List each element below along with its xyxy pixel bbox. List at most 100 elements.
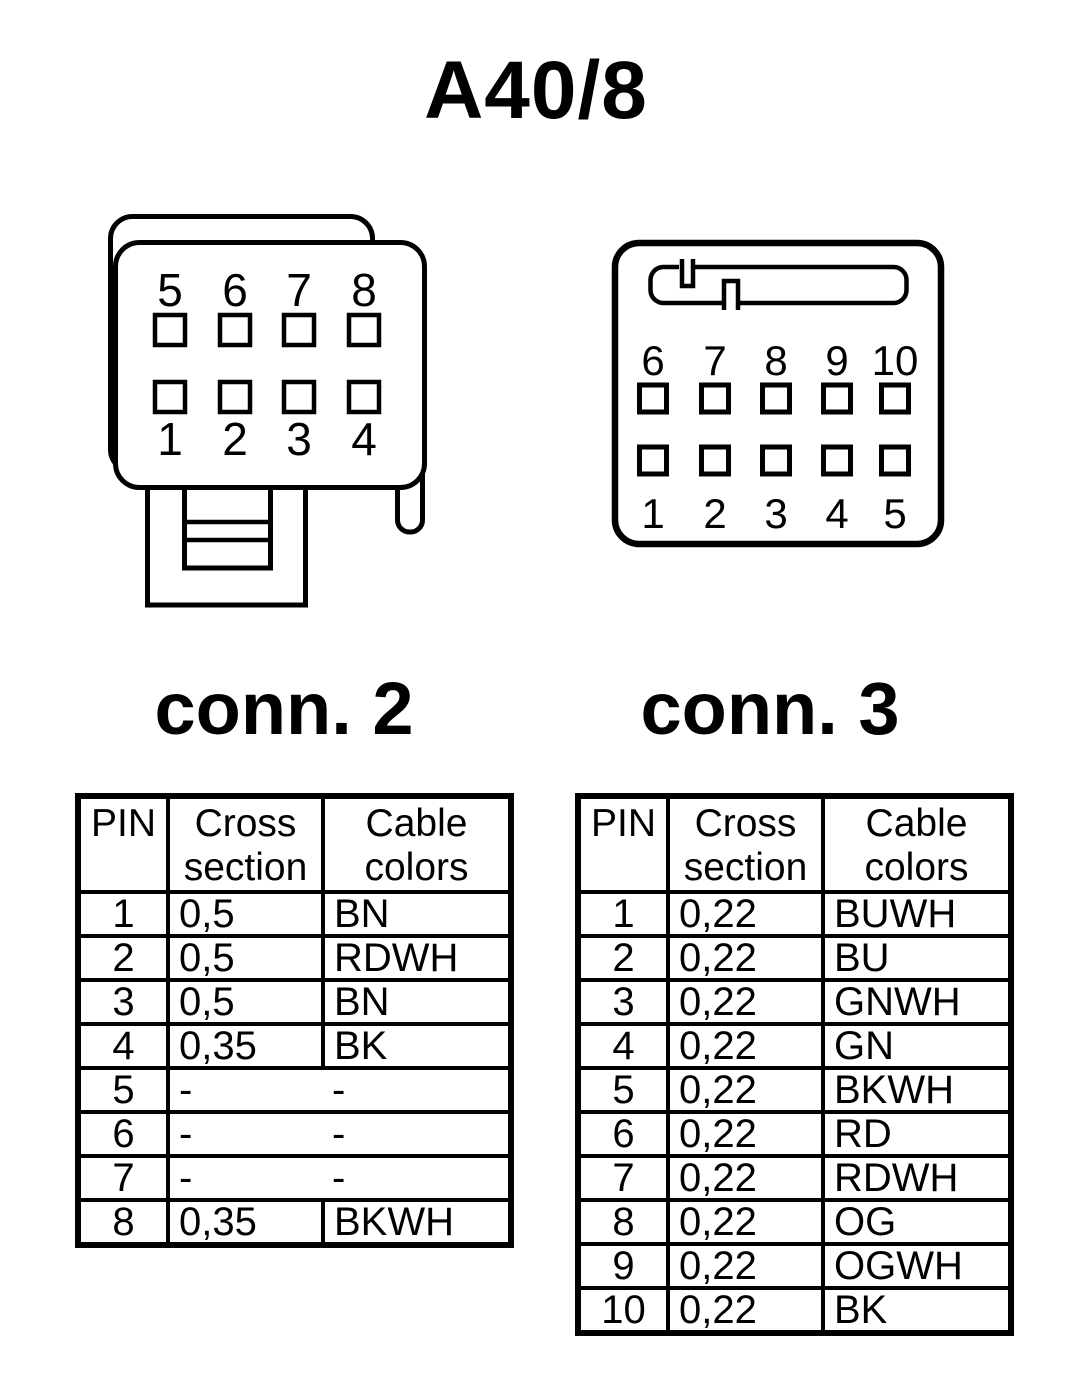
pin-square — [346, 379, 382, 415]
cable-color-cell: BN — [321, 890, 513, 938]
cross-section-cell: 0,22 — [666, 1022, 825, 1070]
pin-cell: 7 — [576, 1154, 670, 1202]
pin-cell: 10 — [576, 1286, 670, 1335]
pin-number-label: 4 — [351, 413, 377, 465]
table-row: 6 - - — [76, 1110, 513, 1158]
table-row: 3 0,5 BN — [76, 978, 513, 1026]
table-row: 6 0,22 RD — [576, 1110, 1013, 1158]
key-slot-bottom-notch — [721, 278, 741, 310]
cross-section-cell: - — [166, 1110, 323, 1158]
pin-square — [879, 382, 911, 415]
table-row: 1 0,22 BUWH — [576, 890, 1013, 938]
pin-number-label: 8 — [351, 264, 377, 316]
cross-section-cell: 0,5 — [166, 934, 325, 982]
cable-color-cell: - — [323, 1110, 513, 1158]
pin-cell: 1 — [576, 890, 670, 938]
pin-cell: 2 — [576, 934, 670, 982]
cross-section-cell: 0,5 — [166, 890, 325, 938]
table-row: 8 0,35 BKWH — [76, 1198, 513, 1247]
pin-cell: 4 — [576, 1022, 670, 1070]
cable-color-cell: RDWH — [821, 1154, 1013, 1202]
pin-cell: 4 — [76, 1022, 170, 1070]
page-title: A40/8 — [424, 45, 648, 136]
pin-column-header: PIN — [76, 794, 170, 894]
table-row: 10 0,22 BK — [576, 1286, 1013, 1335]
pin-square — [760, 444, 792, 477]
pin-cell: 3 — [76, 978, 170, 1026]
table-row: 1 0,5 BN — [76, 890, 513, 938]
cross-section-cell: 0,22 — [666, 1242, 825, 1290]
key-slot-top-notch — [679, 259, 696, 289]
table-header-row: PIN Cross section Cable colors — [76, 794, 513, 894]
cable-color-cell: OG — [821, 1198, 1013, 1246]
cable-color-cell: - — [323, 1066, 513, 1114]
connector-2-drawing: 5 6 7 8 1 2 3 4 — [108, 214, 427, 608]
cable-colors-column-header: Cable colors — [321, 794, 513, 894]
pin-square — [217, 312, 253, 348]
pin-number-label: 1 — [641, 490, 664, 537]
table-header-row: PIN Cross section Cable colors — [576, 794, 1013, 894]
pin-square — [281, 312, 317, 348]
cross-section-cell: - — [166, 1154, 323, 1202]
cross-section-cell: 0,22 — [666, 934, 825, 982]
table-row: 7 0,22 RDWH — [576, 1154, 1013, 1202]
pin-square — [821, 382, 853, 415]
pin-number-label: 2 — [222, 413, 248, 465]
table-row: 9 0,22 OGWH — [576, 1242, 1013, 1290]
pin-number-label: 3 — [286, 413, 312, 465]
key-slot-gap — [679, 261, 695, 272]
cross-section-cell: 0,22 — [666, 978, 825, 1026]
pin-cell: 3 — [576, 978, 670, 1026]
pin-cell: 2 — [76, 934, 170, 982]
cable-colors-column-header: Cable colors — [821, 794, 1013, 894]
pin-number-label: 5 — [157, 264, 183, 316]
cross-section-cell: 0,22 — [666, 1110, 825, 1158]
pin-number-label: 2 — [703, 490, 726, 537]
pin-square — [152, 312, 188, 348]
cable-color-cell: BK — [821, 1286, 1013, 1335]
pin-column-header: PIN — [576, 794, 670, 894]
pin-square — [699, 444, 731, 477]
connector-2-label: conn. 2 — [154, 667, 414, 750]
cross-section-cell: 0,35 — [166, 1198, 325, 1247]
cross-section-cell: 0,5 — [166, 978, 325, 1026]
cable-color-cell: RD — [821, 1110, 1013, 1158]
pin-cell: 7 — [76, 1154, 170, 1202]
table-row: 8 0,22 OG — [576, 1198, 1013, 1246]
connector-3-label: conn. 3 — [640, 667, 900, 750]
pin-cell: 6 — [576, 1110, 670, 1158]
pin-number-label: 5 — [883, 490, 906, 537]
cross-section-column-header: Cross section — [666, 794, 825, 894]
pin-cell: 5 — [76, 1066, 170, 1114]
conn3-pin-grid — [637, 382, 911, 477]
table-row: 3 0,22 GNWH — [576, 978, 1013, 1026]
table-row: 7 - - — [76, 1154, 513, 1202]
table-row: 4 0,35 BK — [76, 1022, 513, 1070]
pin-cell: 6 — [76, 1110, 170, 1158]
pin-square — [821, 444, 853, 477]
cable-color-cell: BN — [321, 978, 513, 1026]
cross-section-cell: 0,22 — [666, 1286, 825, 1335]
cross-section-cell: - — [166, 1066, 323, 1114]
cross-section-cell: 0,22 — [666, 1198, 825, 1246]
cable-color-cell: BUWH — [821, 890, 1013, 938]
pin-cell: 9 — [576, 1242, 670, 1290]
pin-cell: 8 — [576, 1198, 670, 1246]
pin-number-label: 6 — [641, 337, 664, 384]
conn2-mount-tab-inner — [182, 482, 273, 571]
cable-color-cell: BK — [321, 1022, 513, 1070]
cable-color-cell: GNWH — [821, 978, 1013, 1026]
pin-square — [152, 379, 188, 415]
conn3-key-slot — [648, 264, 909, 306]
pin-square — [281, 379, 317, 415]
pin-number-label: 10 — [872, 337, 919, 384]
cable-color-cell: BU — [821, 934, 1013, 982]
pin-cell: 5 — [576, 1066, 670, 1114]
pin-number-label: 4 — [825, 490, 848, 537]
conn3-pin-table: PIN Cross section Cable colors 1 0,22 BU… — [575, 793, 1014, 1336]
pin-number-label: 8 — [764, 337, 787, 384]
pin-square — [637, 444, 669, 477]
table-row: 4 0,22 GN — [576, 1022, 1013, 1070]
cable-color-cell: GN — [821, 1022, 1013, 1070]
cross-section-column-header: Cross section — [166, 794, 325, 894]
